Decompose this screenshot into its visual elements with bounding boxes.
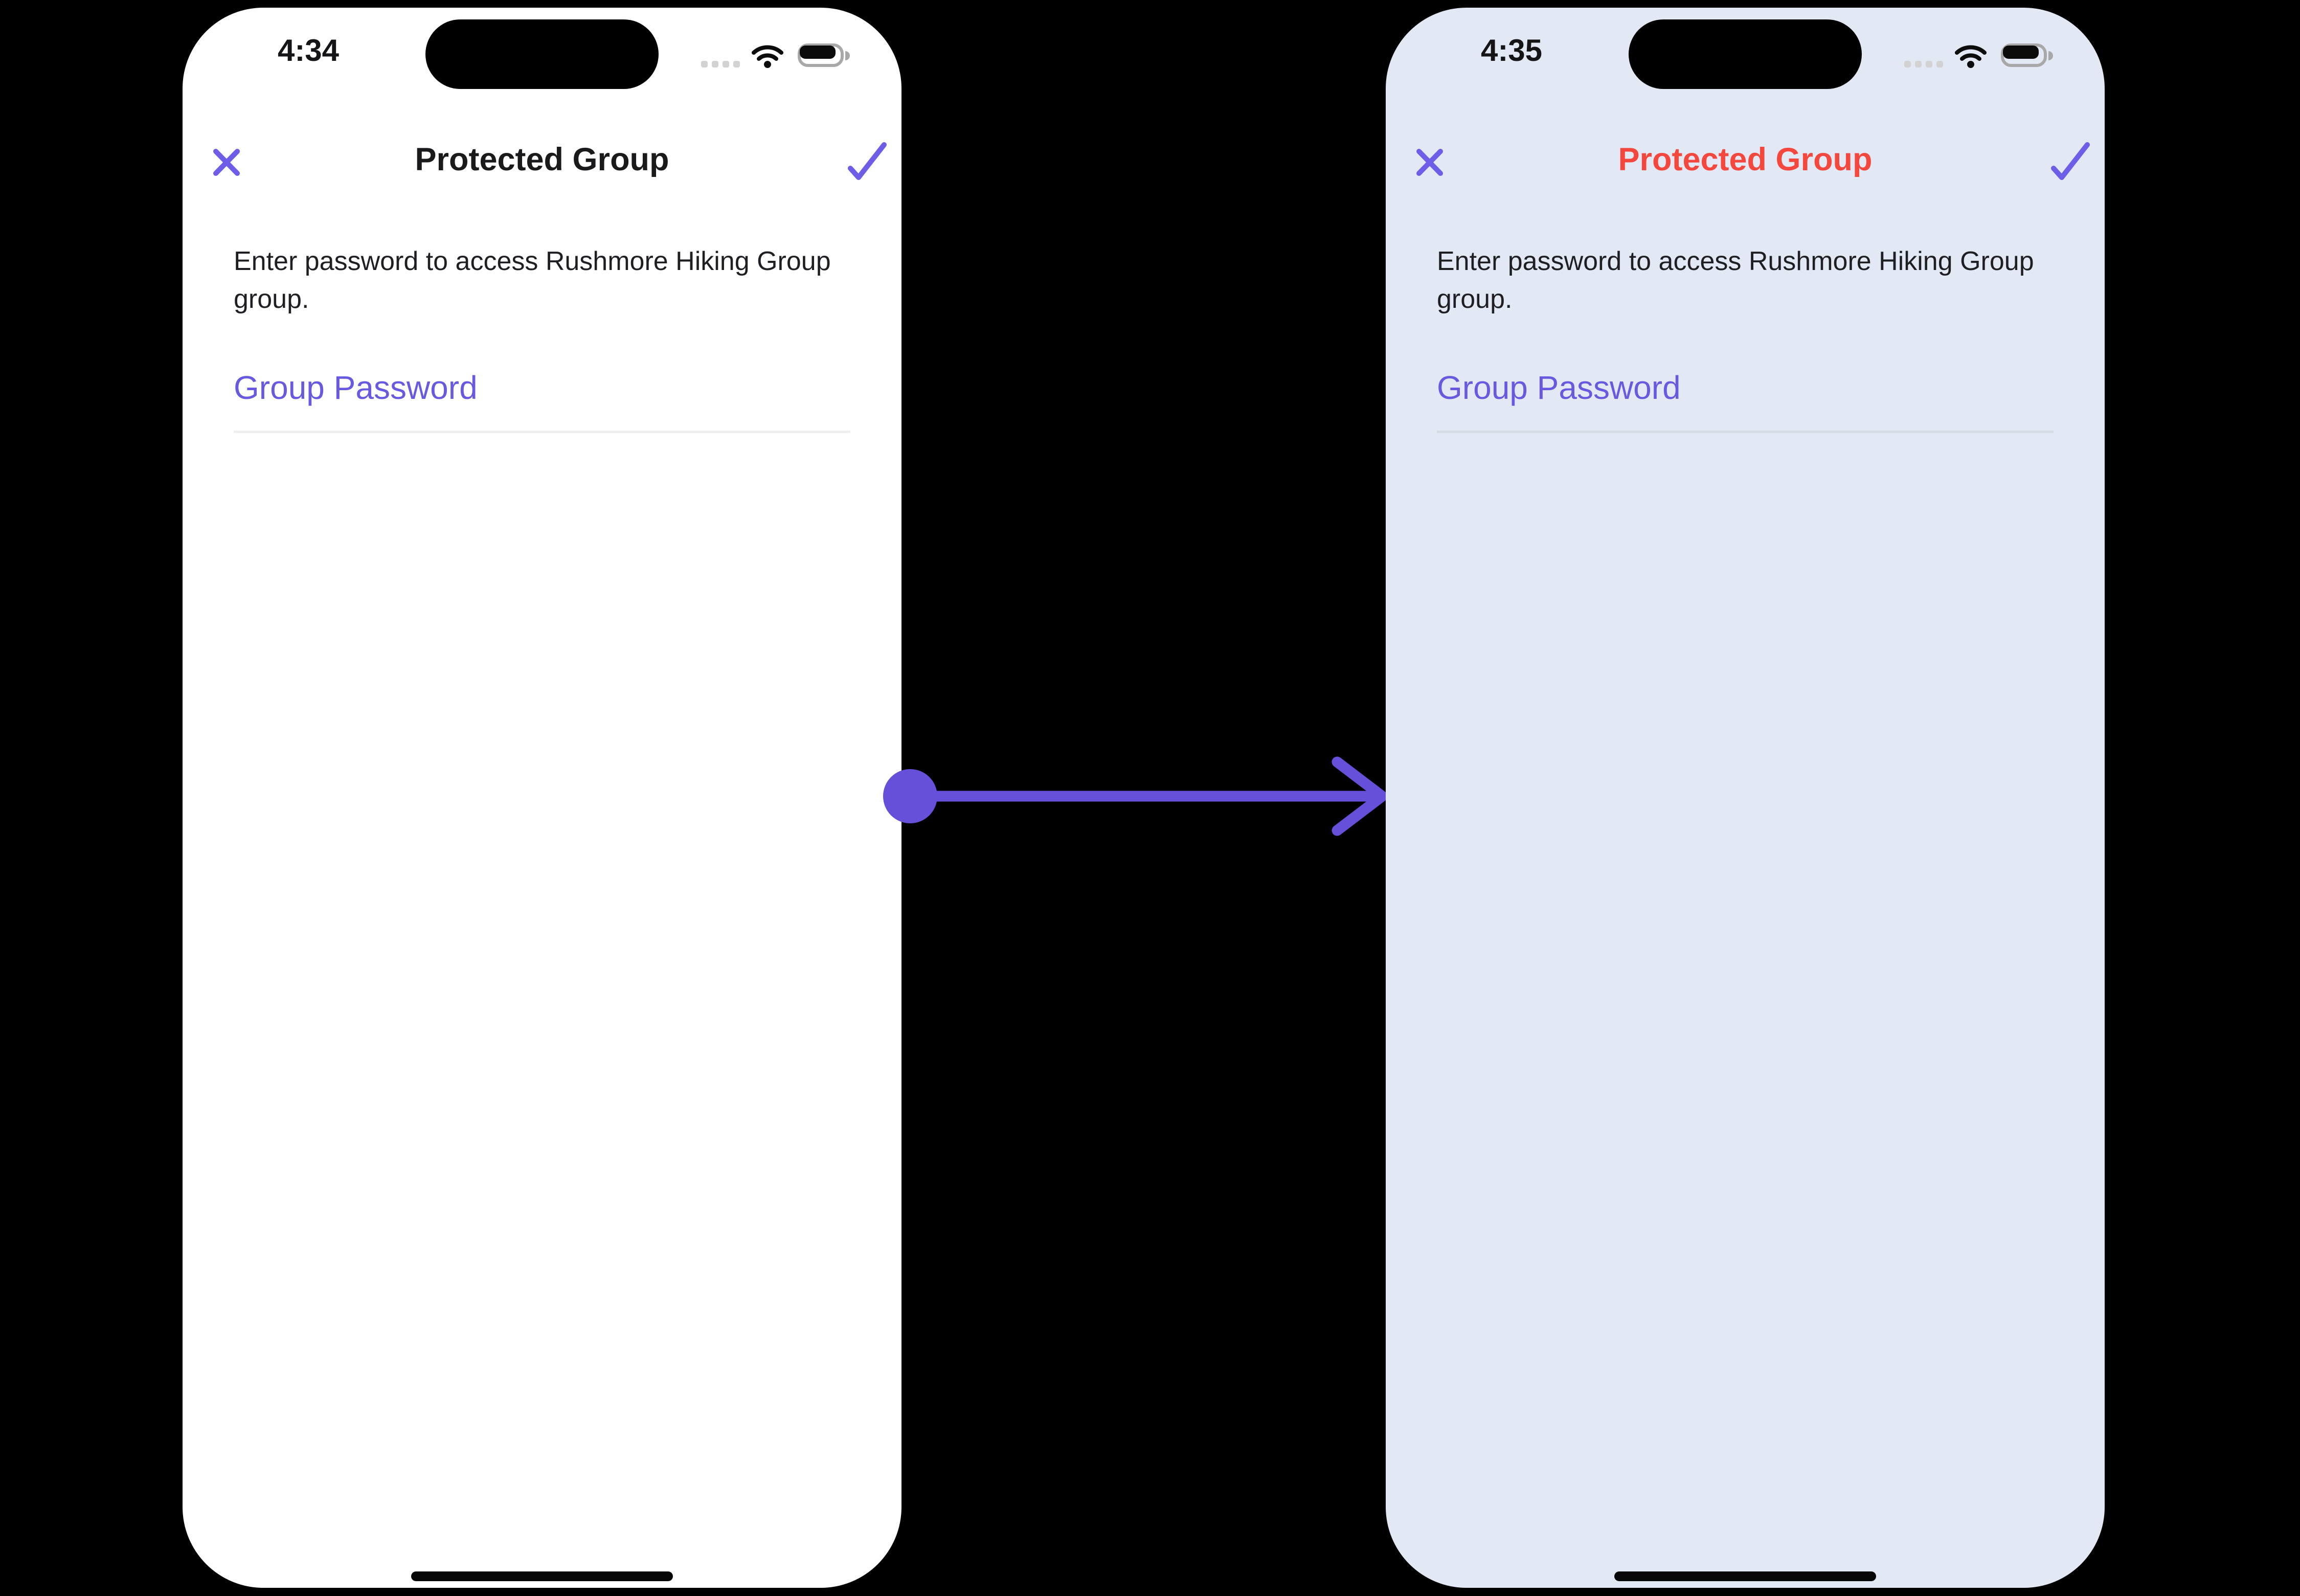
- description-text: Enter password to access Rushmore Hiking…: [234, 246, 831, 314]
- page-title: Protected Group: [415, 142, 669, 177]
- group-password-label: Group Password: [1437, 369, 1681, 406]
- cellular-signal-icon: [1904, 61, 1943, 68]
- home-indicator[interactable]: [1614, 1571, 1876, 1581]
- home-indicator[interactable]: [411, 1571, 673, 1581]
- status-time: 4:34: [277, 33, 340, 68]
- cellular-signal-icon: [701, 61, 740, 68]
- group-password-field[interactable]: Group Password: [1437, 366, 2054, 437]
- phone-mockup-before: 4:34 Protected Group Enter password to a…: [183, 8, 901, 1588]
- description-text: Enter password to access Rushmore Hiking…: [1437, 246, 2034, 314]
- status-time: 4:35: [1480, 33, 1543, 68]
- input-underline: [1437, 431, 2054, 433]
- transition-arrow-icon: [883, 756, 1388, 836]
- dynamic-island: [1629, 19, 1862, 89]
- wifi-icon: [1955, 44, 1987, 69]
- page-title: Protected Group: [1618, 142, 1873, 177]
- dynamic-island: [425, 19, 659, 89]
- close-icon[interactable]: [211, 147, 242, 177]
- input-underline: [234, 431, 850, 433]
- close-icon[interactable]: [1414, 147, 1445, 177]
- battery-icon: [798, 43, 851, 68]
- group-password-label: Group Password: [234, 369, 478, 406]
- phone-mockup-after: 4:35 Protected Group Enter password to a…: [1386, 8, 2105, 1588]
- group-password-field[interactable]: Group Password: [234, 366, 850, 437]
- wifi-icon: [752, 44, 783, 69]
- confirm-check-icon[interactable]: [846, 141, 887, 181]
- confirm-check-icon[interactable]: [2049, 141, 2090, 181]
- battery-icon: [2001, 43, 2054, 68]
